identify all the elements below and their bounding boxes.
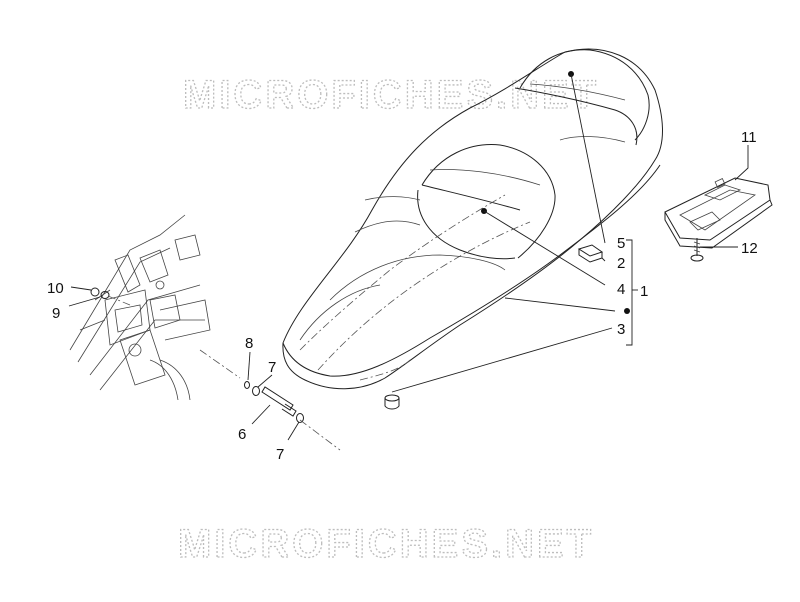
callout-1: 1: [640, 283, 648, 300]
frame-drawing: [69, 214, 211, 401]
hinge-rod-part-6: [199, 349, 341, 451]
callout-9: 9: [52, 305, 60, 322]
screw-part-12: [690, 238, 704, 262]
watermark-bottom: MICROFICHES.NET: [178, 522, 594, 566]
nut-part-9-10: [90, 287, 131, 306]
callout-11: 11: [741, 129, 757, 146]
marker-dot-legend: [624, 308, 630, 314]
callout-10: 10: [47, 280, 64, 297]
tray-part-11: [664, 177, 773, 249]
callout-3: 3: [617, 321, 625, 338]
callout-2: 2: [617, 255, 625, 272]
bumper-part: [384, 394, 400, 410]
callout-7-lower: 7: [276, 446, 284, 463]
callout-8: 8: [245, 335, 253, 352]
callout-5: 5: [617, 235, 625, 252]
callout-4: 4: [617, 281, 625, 298]
callout-12: 12: [741, 240, 758, 257]
leader-lines: [68, 73, 749, 441]
clip-part-2: [577, 244, 604, 263]
watermark-top: MICROFICHES.NET: [183, 73, 599, 117]
callout-6: 6: [238, 426, 246, 443]
callout-7-upper: 7: [268, 359, 276, 376]
seat-drawing: [282, 48, 663, 390]
